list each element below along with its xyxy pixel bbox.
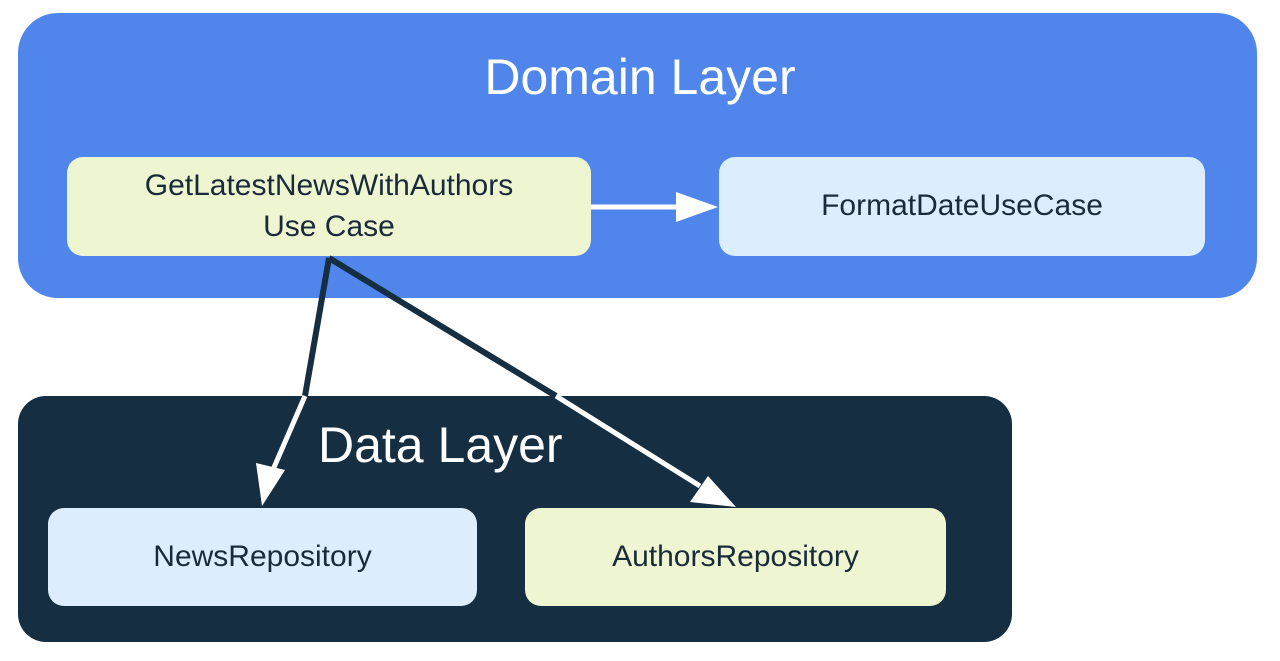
use-case-name-line2: Use Case [263, 209, 395, 243]
news-repository-box: NewsRepository [48, 508, 477, 606]
format-date-use-case-label: FormatDateUseCase [821, 189, 1103, 223]
format-date-use-case-box: FormatDateUseCase [719, 157, 1205, 256]
data-layer-title: Data Layer [318, 417, 563, 473]
authors-repository-label: AuthorsRepository [612, 539, 859, 573]
news-repository-label: NewsRepository [153, 539, 372, 573]
use-case-name-line1: GetLatestNewsWithAuthors [144, 169, 514, 202]
get-latest-news-with-authors-use-case-box: GetLatestNewsWithAuthors Use Case [67, 157, 591, 256]
domain-layer-title: Domain Layer [484, 49, 796, 105]
authors-repository-box: AuthorsRepository [525, 508, 946, 606]
